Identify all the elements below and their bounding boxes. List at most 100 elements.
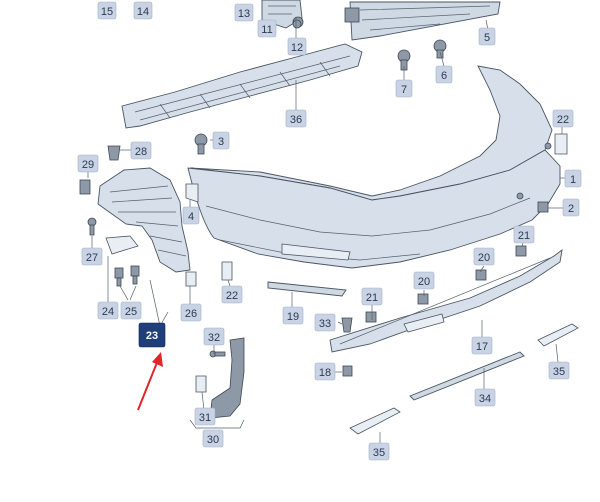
svg-text:14: 14 (137, 6, 149, 18)
callout-27: 27 (81, 247, 103, 266)
svg-text:7: 7 (401, 84, 407, 96)
callout-18: 18 (314, 362, 336, 381)
callout-35-right: 35 (548, 361, 570, 380)
callout-17: 17 (471, 336, 493, 355)
callout-34: 34 (474, 388, 496, 407)
svg-text:25: 25 (125, 306, 137, 318)
svg-text:24: 24 (102, 306, 114, 318)
reflector-strip-19 (267, 281, 347, 297)
svg-text:4: 4 (188, 211, 194, 223)
clip-12 (292, 19, 302, 29)
clip-6 (433, 39, 447, 59)
callout-25: 25 (120, 301, 142, 320)
mud-flap-30 (209, 337, 245, 419)
callout-35-left: 35 (368, 442, 390, 461)
svg-text:27: 27 (86, 252, 98, 264)
svg-text:11: 11 (261, 24, 272, 36)
svg-text:15: 15 (101, 6, 113, 18)
trim-35-right (537, 323, 579, 347)
bracket-22-left (221, 261, 233, 281)
callout-26: 26 (180, 303, 202, 322)
bracket-4 (185, 183, 199, 203)
callout-30: 30 (202, 429, 224, 448)
svg-text:1: 1 (570, 174, 576, 186)
bracket-31 (195, 375, 207, 393)
diffuser-17 (329, 248, 563, 353)
callout-20-left: 20 (413, 271, 435, 290)
callout-20-right: 20 (473, 247, 495, 266)
svg-text:21: 21 (366, 292, 378, 304)
callout-29: 29 (77, 154, 99, 173)
callout-28: 28 (130, 141, 152, 160)
callout-6: 6 (435, 65, 453, 84)
wheel-liner-23 (97, 167, 191, 273)
trim-35-left (349, 407, 401, 435)
callout-13: 13 (234, 3, 254, 22)
svg-text:23: 23 (146, 330, 158, 342)
bumper-cover-1 (187, 65, 561, 269)
screw-27 (87, 217, 97, 236)
bracket-22-right (554, 133, 568, 155)
clips-20-21 (365, 245, 527, 323)
svg-text:36: 36 (290, 114, 302, 126)
svg-text:19: 19 (287, 311, 299, 323)
callout-21-right: 21 (513, 225, 535, 244)
svg-text:34: 34 (479, 393, 491, 405)
svg-text:33: 33 (319, 318, 331, 330)
callout-2: 2 (562, 198, 580, 217)
svg-text:3: 3 (218, 136, 224, 148)
callout-24: 24 (97, 301, 119, 320)
svg-text:17: 17 (476, 341, 488, 353)
svg-text:18: 18 (319, 367, 331, 379)
svg-text:32: 32 (208, 332, 220, 344)
callout-12: 12 (287, 37, 307, 56)
svg-text:21: 21 (518, 230, 530, 242)
svg-text:31: 31 (199, 412, 211, 424)
svg-text:12: 12 (291, 42, 303, 54)
bracket-29 (79, 179, 91, 195)
bolts-25 (114, 265, 140, 287)
svg-text:20: 20 (418, 276, 430, 288)
callout-15: 15 (97, 1, 117, 20)
svg-text:2: 2 (568, 203, 574, 215)
screw-32 (209, 350, 226, 358)
clip-2 (537, 201, 549, 213)
callout-36: 36 (285, 109, 307, 128)
svg-text:5: 5 (484, 32, 490, 44)
screw-7 (397, 49, 411, 71)
callout-11: 11 (257, 19, 277, 38)
svg-text:22: 22 (226, 290, 238, 302)
svg-text:30: 30 (207, 434, 219, 446)
impact-bar-5 (344, 1, 501, 41)
svg-text:28: 28 (135, 146, 147, 158)
svg-text:22: 22 (557, 114, 569, 126)
callout-22-left: 22 (221, 285, 243, 304)
screw-33 (341, 317, 353, 333)
screw-3 (194, 133, 208, 155)
callout-19: 19 (282, 306, 304, 325)
svg-text:35: 35 (553, 366, 565, 378)
callout-22-right: 22 (552, 109, 574, 128)
svg-text:13: 13 (238, 8, 250, 20)
callout-7: 7 (395, 79, 413, 98)
callout-33: 33 (314, 313, 336, 332)
callout-3: 3 (212, 131, 230, 150)
callout-1: 1 (564, 169, 582, 188)
callout-4: 4 (182, 206, 200, 225)
svg-text:29: 29 (82, 159, 94, 171)
red-arrow-icon (137, 352, 163, 411)
svg-text:20: 20 (478, 252, 490, 264)
svg-text:35: 35 (373, 447, 385, 459)
screw-18 (342, 365, 353, 377)
leader-lines (87, 18, 566, 444)
bracket-26 (185, 271, 197, 287)
callout-32: 32 (203, 327, 225, 346)
clip-28 (107, 145, 121, 161)
callout-31: 31 (194, 407, 216, 426)
callout-23: 23 (138, 322, 166, 348)
callout-5: 5 (478, 27, 496, 46)
trim-strip-34 (409, 351, 525, 401)
energy-absorber-36 (121, 43, 363, 129)
callout-14: 14 (133, 1, 153, 20)
